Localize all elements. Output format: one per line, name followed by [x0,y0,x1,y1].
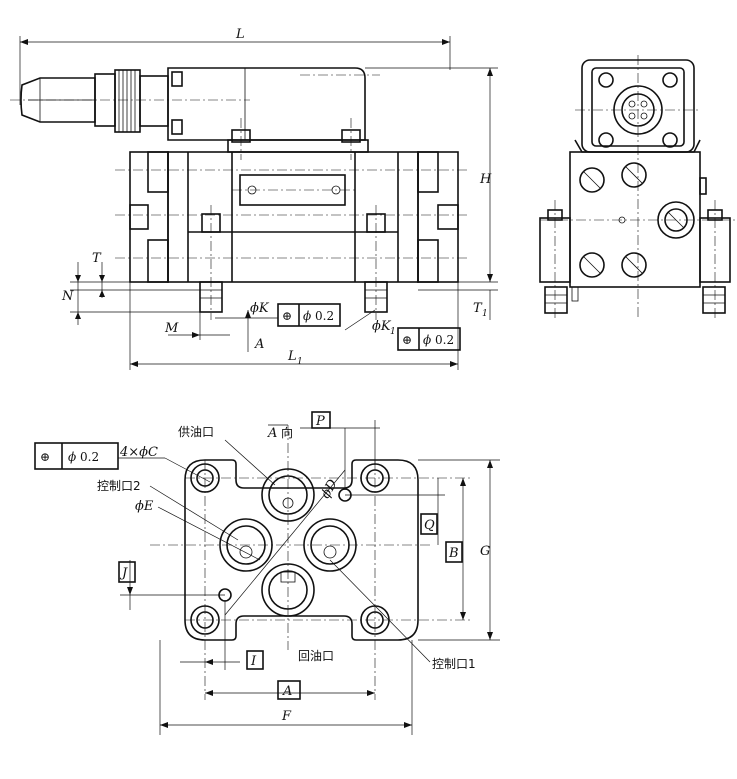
tolerance-frame-3 [34,442,119,470]
dim-F-label: F [281,709,292,724]
knurl-lines [118,70,136,132]
dim-T-label: T [92,251,102,266]
label-return-port: 回油口 [298,649,334,663]
side-view [539,55,735,320]
svg-text:0.2: 0.2 [80,450,99,464]
dim-J-label: J [119,566,128,581]
bottom-view: ⊕ ϕ 0.2 4×ϕC 供油口 A 向 P 控制口2 ϕE ϕD 回油口 控制… [34,411,500,735]
view-A-label: A [254,337,264,352]
tolerance-frame-2 [397,327,461,351]
svg-text:ϕ: ϕ [423,333,431,347]
dim-Q-label: Q [424,518,435,533]
dim-B-label: B [448,546,459,561]
svg-text:向: 向 [281,425,293,440]
svg-text:ϕ: ϕ [68,450,76,464]
tolerance-frame-1 [277,303,341,327]
svg-text:1: 1 [297,357,303,367]
dim-P-label: P [315,414,325,429]
dim-phiK1-label: ϕK [372,319,392,334]
svg-text:⊕: ⊕ [40,450,50,464]
dim-L-label: L [235,27,245,42]
dim-H-label: H [479,172,492,187]
dim-4phiC-label: 4×ϕC [119,445,158,460]
dim-phiK-label: ϕK [250,301,270,316]
dim-L1-label: L [287,349,297,364]
dim-T1-label: T [473,301,483,316]
dim-I-label: I [250,654,257,669]
svg-text:0.2: 0.2 [435,333,454,347]
svg-text:⊕: ⊕ [402,333,412,347]
front-view: L [10,27,498,370]
dim-N-label: N [61,289,74,304]
dim-A-label: A [282,684,292,699]
label-control-port-1: 控制口1 [432,657,476,671]
svg-text:⊕: ⊕ [282,309,292,323]
svg-text:ϕ: ϕ [303,309,311,323]
svg-text:1: 1 [390,327,396,337]
dim-phiE-label: ϕE [135,499,154,514]
label-control-port-2: 控制口2 [97,479,141,493]
svg-text:1: 1 [482,309,488,319]
dim-G-label: G [480,544,490,559]
label-supply-port: 供油口 [178,425,214,439]
dim-M-label: M [164,321,179,336]
view-direction-label: A [267,426,277,441]
svg-text:0.2: 0.2 [315,309,334,323]
